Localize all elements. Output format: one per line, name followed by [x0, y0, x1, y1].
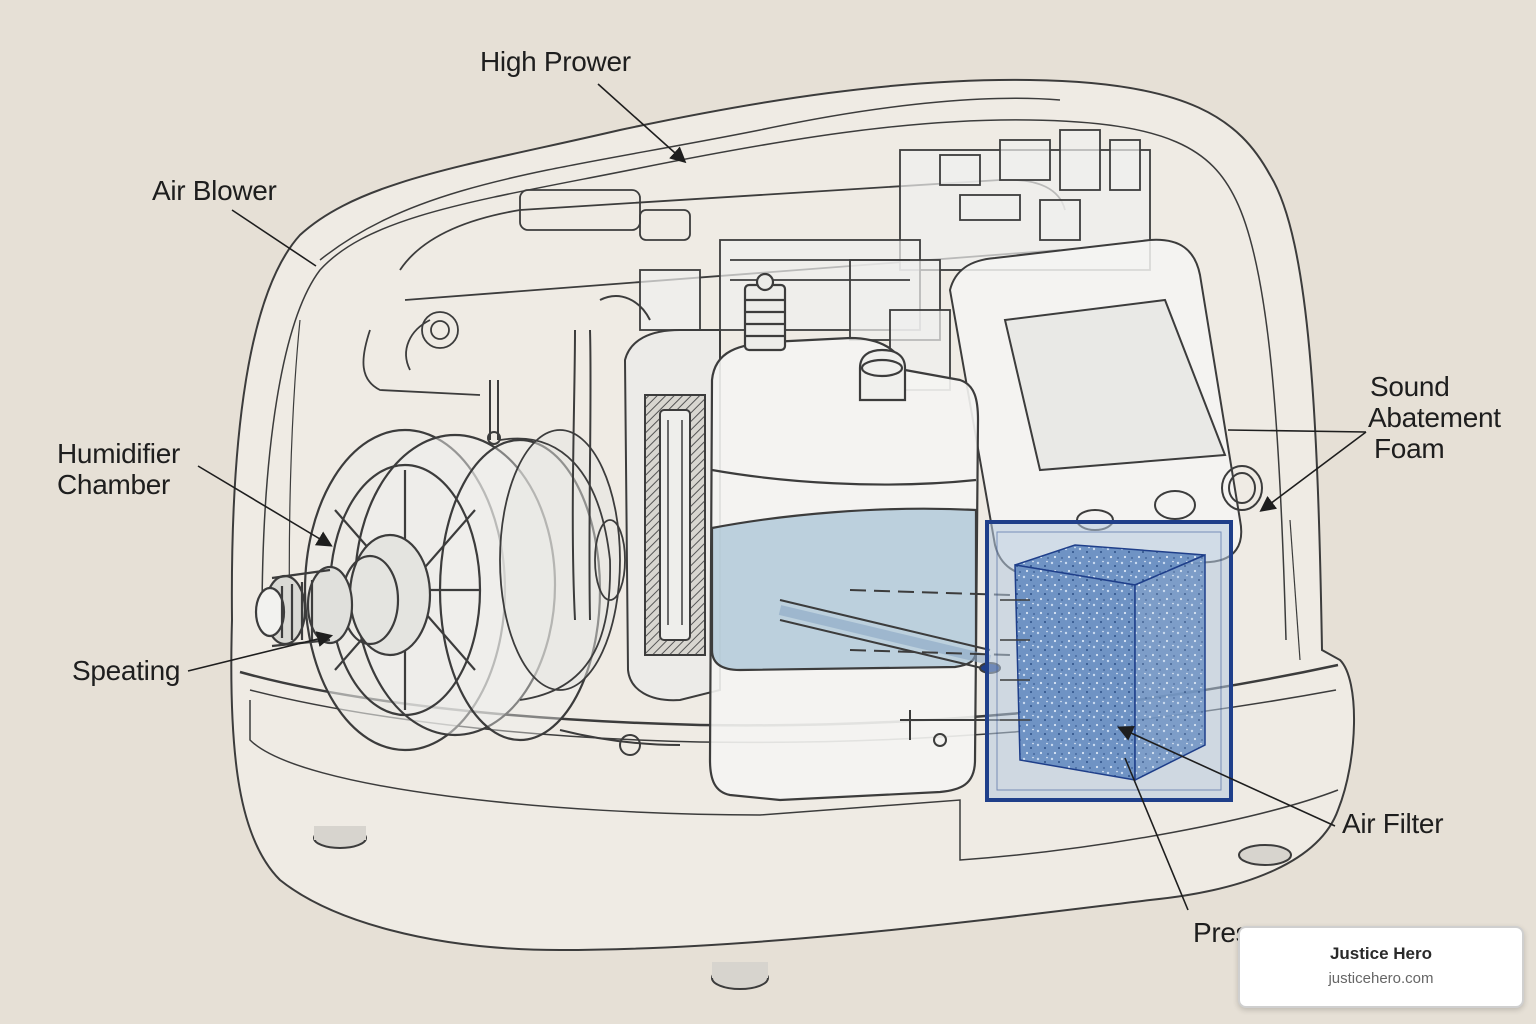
- filter-foam-front: [1014, 564, 1136, 781]
- control-electronics: [639, 129, 1151, 391]
- label-air-blower: Air Blower: [152, 175, 277, 206]
- filter-foam-side: [1134, 553, 1206, 782]
- leader-speating: [187, 631, 334, 672]
- leader-sound-b: [1259, 431, 1367, 512]
- label-sound-line-3: Foam: [1374, 433, 1445, 464]
- label-sound-line-1: Sound: [1370, 371, 1450, 402]
- leader-humidifier: [197, 465, 333, 547]
- leader-lines: [187, 83, 1367, 911]
- device-feet: [313, 826, 1292, 990]
- label-speating: Speating: [72, 655, 181, 686]
- watermark-url: justicehero.com: [1328, 970, 1434, 987]
- label-air-filter: Air Filter: [1342, 808, 1444, 839]
- water-tank: [708, 272, 980, 802]
- label-humidifier-line-1: Humidifier: [57, 438, 181, 469]
- leader-high-power: [597, 83, 687, 164]
- leader-sound-a: [1227, 429, 1367, 433]
- leader-pressure: [1124, 757, 1189, 911]
- label-sound-abatement-foam: Sound Abatement Foam: [1368, 371, 1501, 464]
- label-sound-line-2: Abatement: [1368, 402, 1501, 433]
- watermark-card: Justice Hero justicehero.com: [1238, 926, 1524, 1008]
- leader-air-blower: [231, 209, 317, 267]
- tank-water: [710, 507, 978, 672]
- base-tray: [249, 700, 1339, 861]
- label-high-power: High Prower: [480, 46, 631, 77]
- leader-air-filter: [1117, 726, 1336, 827]
- lid-seam: [319, 97, 1061, 261]
- housing-inner-edge: [261, 119, 1287, 641]
- watermark-title: Justice Hero: [1329, 944, 1433, 963]
- air-hoses: [487, 295, 681, 756]
- air-filter-highlight: [985, 520, 1233, 802]
- label-humidifier-chamber: Humidifier Chamber: [57, 438, 180, 500]
- label-humidifier-line-2: Chamber: [57, 469, 171, 500]
- heater-plate: [623, 329, 721, 702]
